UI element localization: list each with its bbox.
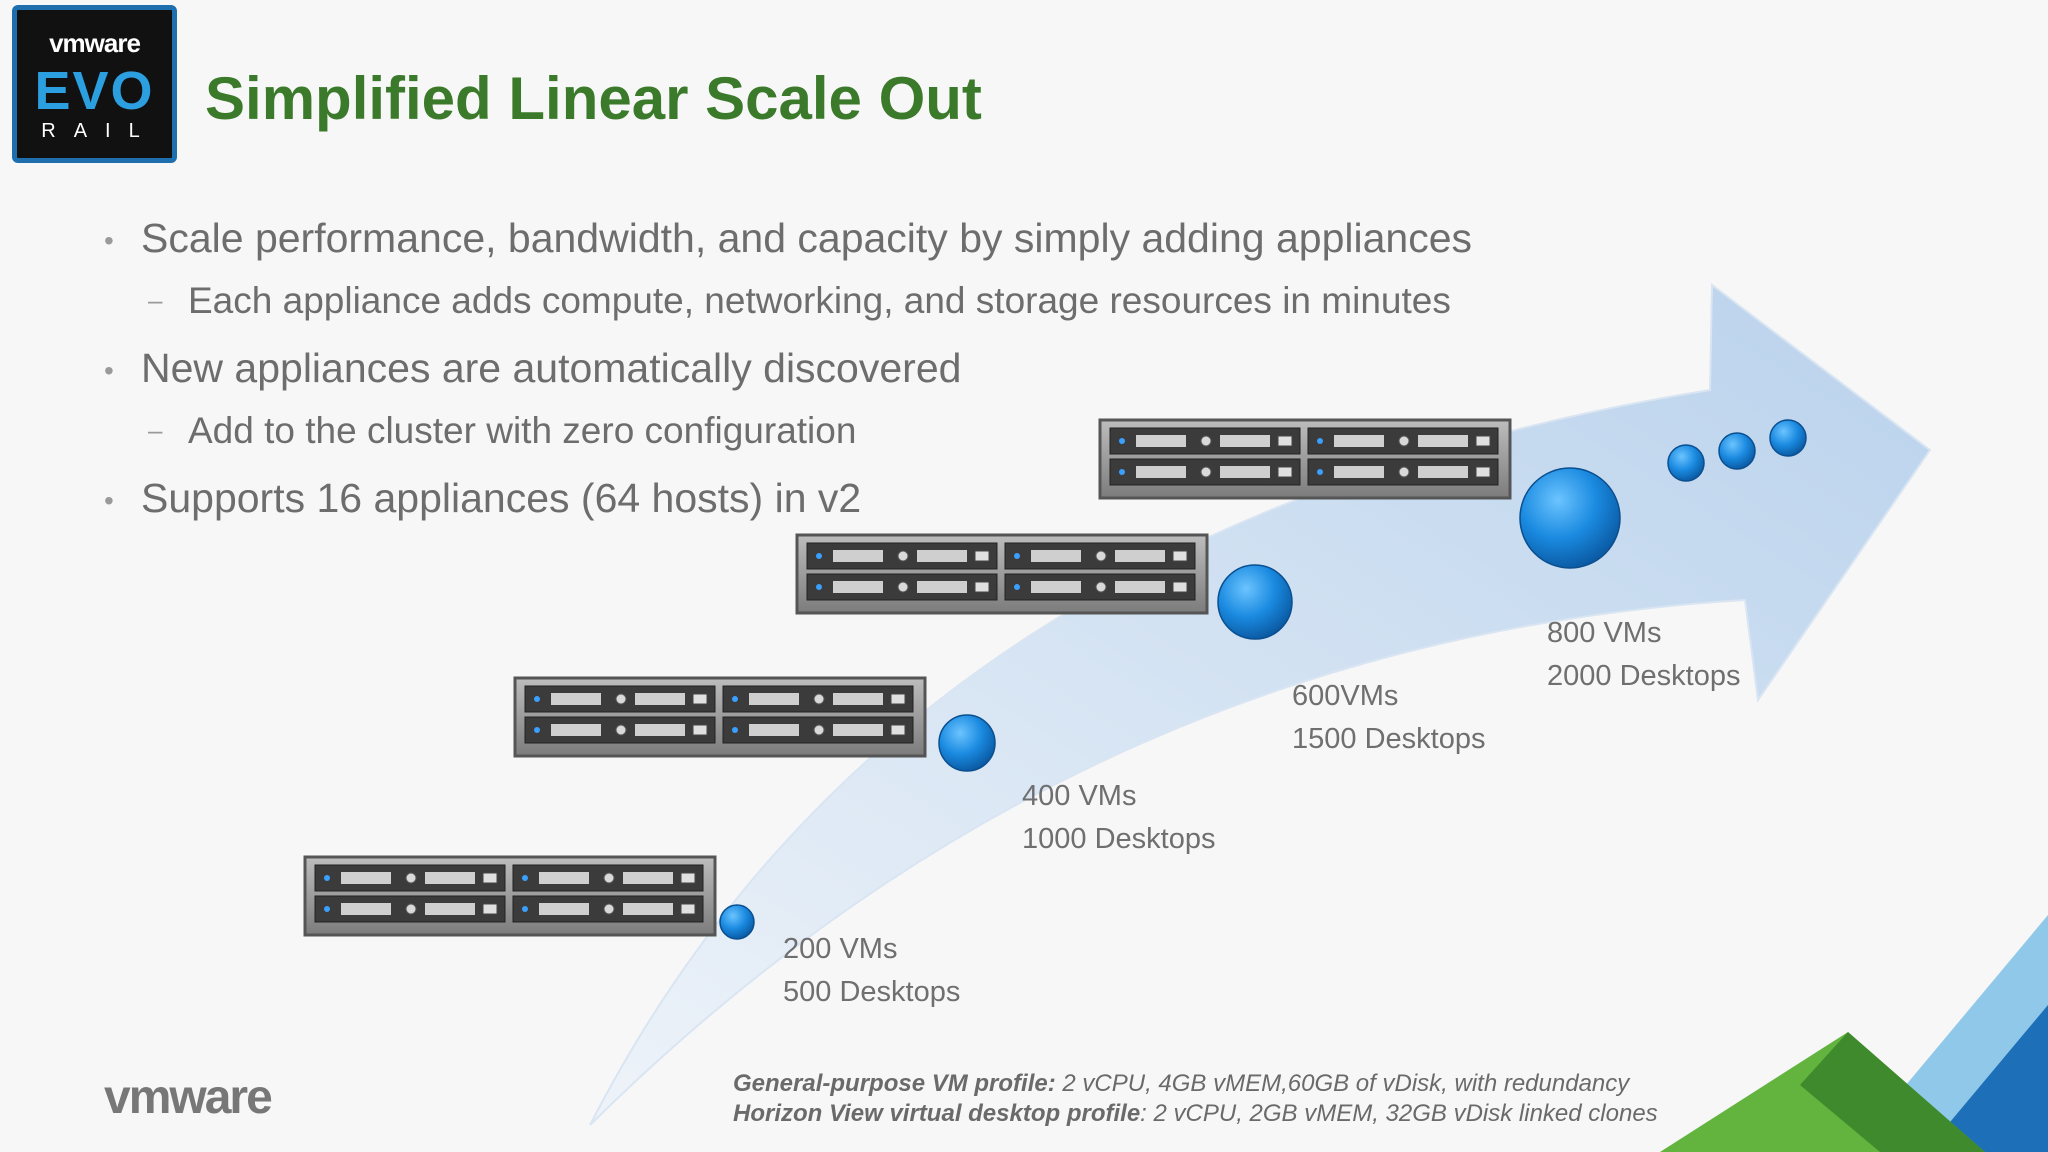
step-4-desktops: 2000 Desktops <box>1547 660 1741 692</box>
step-4-vms: 800 VMs <box>1547 617 1662 649</box>
step-2-vms: 400 VMs <box>1022 780 1137 812</box>
bullet-2: New appliances are automatically discove… <box>141 345 962 391</box>
sub-bullet-1: Each appliance adds compute, networking,… <box>188 280 1451 321</box>
corner-dark-green <box>1800 1032 1985 1152</box>
step-label-4: 800 VMs 2000 Desktops <box>1547 612 1740 698</box>
step-3-vms: 600VMs <box>1292 680 1399 712</box>
step-3-desktops: 1500 Desktops <box>1292 723 1486 755</box>
scale-sphere-2 <box>938 714 996 772</box>
footnote-1-label: General-purpose VM profile: <box>733 1070 1056 1097</box>
step-label-1: 200 VMs 500 Desktops <box>783 928 960 1014</box>
scale-sphere-6 <box>1718 432 1756 470</box>
footnote-line-1: General-purpose VM profile: 2 vCPU, 4GB … <box>733 1070 1629 1098</box>
sub-bullet-2: Add to the cluster with zero configurati… <box>188 410 857 451</box>
logo-evo-text: EVO <box>34 61 155 121</box>
footnote-line-2: Horizon View virtual desktop profile: 2 … <box>733 1100 1658 1128</box>
scale-sphere-3 <box>1217 564 1293 640</box>
evo-rail-logo: vmware EVO RAIL <box>12 5 177 163</box>
appliance-4 <box>1098 418 1512 500</box>
step-label-3: 600VMs 1500 Desktops <box>1292 675 1485 761</box>
bullet-dot-3: • <box>104 485 114 516</box>
corner-blue <box>1925 1005 2048 1152</box>
appliance-2 <box>513 676 927 758</box>
bullet-1: Scale performance, bandwidth, and capaci… <box>141 215 1472 261</box>
appliance-1 <box>303 855 717 937</box>
step-1-desktops: 500 Desktops <box>783 976 961 1008</box>
bullet-dot-2: • <box>104 355 114 386</box>
logo-vmware-text: vmware <box>49 28 141 58</box>
scale-sphere-5 <box>1667 444 1705 482</box>
page-title: Simplified Linear Scale Out <box>205 65 982 132</box>
step-2-desktops: 1000 Desktops <box>1022 823 1216 855</box>
scale-sphere-4 <box>1519 467 1621 569</box>
sub-dash-1: – <box>148 285 163 315</box>
bullet-dot-1: • <box>104 225 114 256</box>
scale-sphere-1 <box>719 904 755 940</box>
footnote-2-text: : 2 vCPU, 2GB vMEM, 32GB vDisk linked cl… <box>1140 1100 1658 1127</box>
footnote-1-text: 2 vCPU, 4GB vMEM,60GB of vDisk, with red… <box>1055 1070 1630 1097</box>
sub-dash-2: – <box>148 415 163 445</box>
footer-vmware-logo: vmware <box>104 1071 273 1124</box>
appliance-3 <box>795 533 1209 615</box>
step-1-vms: 200 VMs <box>783 933 898 965</box>
footnote-2-label: Horizon View virtual desktop profile <box>733 1100 1141 1127</box>
scale-sphere-7 <box>1769 419 1807 457</box>
step-label-2: 400 VMs 1000 Desktops <box>1022 775 1215 861</box>
logo-rail-text: RAIL <box>41 120 158 142</box>
bullet-3: Supports 16 appliances (64 hosts) in v2 <box>141 475 862 521</box>
